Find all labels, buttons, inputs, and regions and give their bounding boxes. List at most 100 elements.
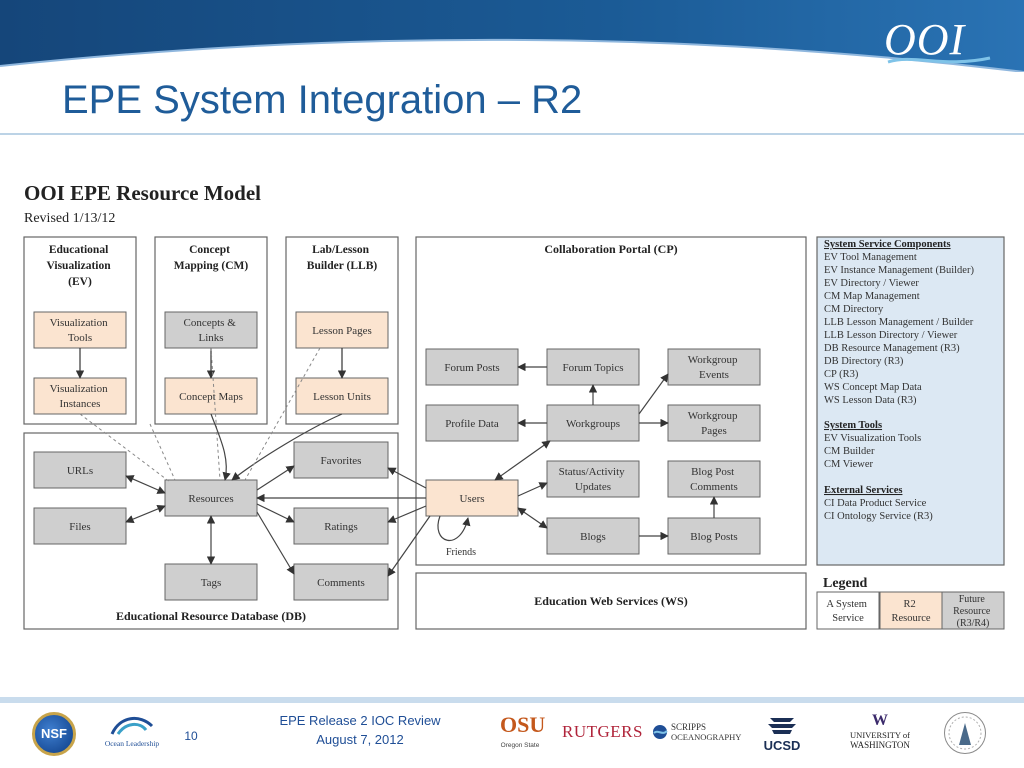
system-item: LLB Lesson Management / Builder — [824, 317, 974, 328]
blogs-label: Blogs — [580, 531, 606, 543]
page-number: 10 — [184, 729, 198, 743]
legend-system-service-label: Service — [832, 613, 864, 624]
system-tools-heading: System Tools — [824, 420, 882, 431]
legend-r2-resource-label: Resource — [891, 613, 930, 624]
favorites-box — [293, 441, 389, 479]
system-components-panel — [816, 236, 1005, 566]
legend-system-service — [816, 591, 880, 630]
osu-logo-subtext: Oregon State — [500, 742, 540, 749]
concepts-links-box — [164, 311, 258, 349]
external-item: CI Ontology Service (R3) — [824, 511, 933, 522]
svg-text:Concept Mapping (CM): Concept Mapping (CM) — [174, 244, 249, 272]
svg-text:Future Resource (R3/R4: Future Resource (R3/R4) — [953, 594, 993, 629]
files-label: Files — [69, 521, 90, 533]
ws-container — [415, 572, 807, 630]
ucsd-logo: UCSD — [762, 714, 802, 756]
legend-r2-resource-label: R2 — [904, 599, 916, 610]
blog-comments-label: Comments — [690, 481, 738, 493]
footer-review-line: EPE Release 2 IOC Review — [279, 713, 441, 728]
system-item: DB Resource Management (R3) — [824, 343, 960, 354]
profile-data-label: Profile Data — [445, 418, 499, 430]
svg-text:Workgroup Pages: Workgroup Pages — [688, 410, 741, 437]
diagram-revised: Revised 1/13/12 — [24, 211, 115, 226]
blog-comments-label: Blog Post — [691, 466, 734, 478]
svg-text:Visualization Instances: Visualization Instances — [50, 383, 111, 410]
tools-item: CM Builder — [824, 446, 875, 457]
ev-title-line: Visualization — [47, 260, 112, 272]
comments-box — [293, 563, 389, 601]
legend-future-resource-label: (R3/R4) — [957, 618, 990, 629]
urls-label: URLs — [67, 465, 93, 477]
system-item: EV Directory / Viewer — [824, 278, 919, 289]
wave-icon — [110, 717, 154, 735]
svg-text:R2 Resource: R2 Resource — [891, 599, 930, 624]
tags-label: Tags — [201, 577, 222, 589]
uw-logo: W UNIVERSITY of WASHINGTON — [842, 712, 918, 756]
concept-maps-label: Concept Maps — [179, 391, 243, 403]
legend-r2-resource — [879, 591, 943, 630]
ocean-leadership-text: Ocean Leadership — [104, 739, 160, 748]
friends-label: Friends — [446, 547, 476, 558]
lesson-pages-box — [295, 311, 389, 349]
nsf-logo-text: NSF — [41, 726, 67, 741]
resource-model-diagram: OOI EPE Resource Model Revised 1/13/12 E… — [23, 181, 1005, 630]
legend-title: Legend — [823, 576, 868, 591]
legend-future-resource-label: Resource — [953, 606, 991, 617]
nsf-logo: NSF — [32, 712, 76, 756]
forum-posts-box — [425, 348, 519, 386]
visualization-tools-label: Visualization — [50, 317, 108, 329]
lesson-units-box — [295, 377, 389, 415]
system-item: DB Directory (R3) — [824, 356, 904, 367]
external-item: CI Data Product Service — [824, 498, 927, 509]
system-item: EV Instance Management (Builder) — [824, 265, 974, 276]
svg-text:Visualization Tools: Visualization Tools — [50, 317, 111, 344]
scripps-logo-subtext: OCEANOGRAPHY — [671, 732, 742, 742]
ratings-box — [293, 507, 389, 545]
slide-title: EPE System Integration – R2 — [62, 78, 583, 122]
favorites-label: Favorites — [321, 455, 362, 467]
svg-text:Status/Activity Updates: Status/Activity Updates — [559, 466, 628, 493]
header-banner — [0, 0, 1024, 72]
concepts-links-label: Links — [198, 332, 223, 344]
forum-topics-label: Forum Topics — [562, 362, 623, 374]
cm-title-line: Mapping (CM) — [174, 260, 249, 272]
svg-text:Educational Visualization: Educational Visualization (EV) — [47, 244, 114, 288]
ratings-label: Ratings — [324, 521, 358, 533]
svg-text:Lab/Lesson Builder (LLB): Lab/Lesson Builder (LLB) — [307, 244, 378, 272]
workgroup-pages-label: Pages — [701, 425, 727, 437]
system-components-heading: System Service Components — [824, 239, 951, 250]
cm-title-line: Concept — [189, 244, 230, 256]
status-updates-label: Status/Activity — [559, 466, 626, 478]
status-updates-box — [546, 460, 640, 498]
diagram-heading: OOI EPE Resource Model — [24, 181, 261, 205]
uw-logo-mark: W — [872, 712, 888, 729]
urls-box — [33, 451, 127, 489]
system-item: WS Lesson Data (R3) — [824, 395, 917, 406]
forum-posts-label: Forum Posts — [444, 362, 499, 374]
external-services-heading: External Services — [824, 485, 902, 496]
wave-icon — [887, 56, 991, 64]
legend-system-service-label: A System — [826, 599, 867, 610]
files-box — [33, 507, 127, 545]
osu-logo-text: OSU — [500, 712, 546, 737]
blogs-box — [546, 517, 640, 555]
tags-box — [164, 563, 258, 601]
users-label: Users — [459, 493, 484, 505]
footer-divider — [0, 697, 1024, 703]
llb-title-line: Builder (LLB) — [307, 260, 378, 272]
scripps-logo-text: SCRIPPS — [671, 722, 707, 732]
llb-title-line: Lab/Lesson — [312, 244, 369, 256]
lesson-units-label: Lesson Units — [313, 391, 371, 403]
workgroup-pages-label: Workgroup — [688, 410, 738, 422]
resources-label: Resources — [188, 493, 233, 505]
globe-icon — [653, 725, 668, 739]
system-item: WS Concept Map Data — [824, 382, 922, 393]
tools-item: CM Viewer — [824, 459, 874, 470]
workgroup-events-label: Events — [699, 369, 729, 381]
blog-posts-box — [667, 517, 761, 555]
ws-label: Education Web Services (WS) — [534, 594, 687, 608]
ev-title-line: (EV) — [68, 276, 92, 288]
system-item: CP (R3) — [824, 369, 859, 380]
workgroup-events-label: Workgroup — [688, 354, 738, 366]
legend-future-resource-label: Future — [959, 594, 986, 605]
